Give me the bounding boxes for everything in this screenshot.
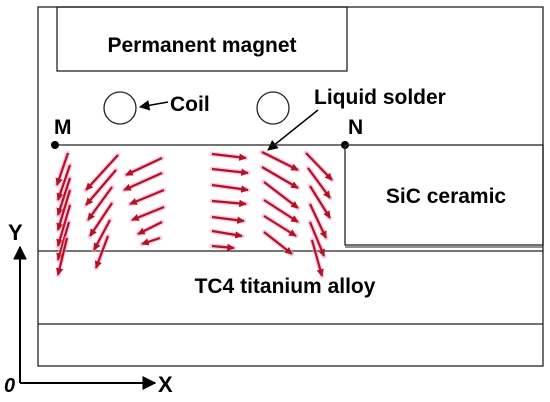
- flow-arrow: [307, 167, 331, 199]
- liquid-solder-label: Liquid solder: [314, 86, 446, 109]
- flow-arrow: [129, 188, 165, 206]
- liquid-solder-pointer: [267, 109, 319, 151]
- flow-arrow: [261, 151, 299, 171]
- flow-arrow: [263, 231, 293, 255]
- flow-arrow: [85, 169, 117, 206]
- flow-arrow: [211, 229, 243, 239]
- flow-arrow: [211, 167, 249, 176]
- flow-arrow: [94, 235, 110, 269]
- flow-arrow: [93, 219, 111, 251]
- flow-arrow: [263, 199, 299, 223]
- flow-arrow: [309, 203, 327, 239]
- flow-arrow: [56, 204, 72, 247]
- flow-arrow: [123, 171, 163, 192]
- flow-arrow: [56, 221, 71, 261]
- origin-label: 0: [4, 375, 15, 397]
- flow-arrow: [211, 199, 247, 208]
- flow-arrow: [308, 221, 326, 257]
- flow-arrow: [125, 157, 163, 176]
- flow-arrow: [87, 186, 113, 221]
- flow-arrow: [261, 166, 299, 189]
- flow-arrow: [55, 152, 70, 186]
- sic-ceramic-label: SiC ceramic: [386, 185, 507, 208]
- point-m-dot: [51, 141, 59, 149]
- flow-arrow: [263, 215, 297, 237]
- permanent-magnet-block: [56, 6, 348, 72]
- coil-left: [103, 91, 137, 125]
- flow-arrow: [211, 243, 235, 252]
- coil-pointer: [138, 100, 169, 111]
- sic-ceramic-block: [344, 144, 544, 246]
- point-n-label: N: [348, 116, 363, 139]
- point-m-label: M: [54, 116, 72, 139]
- flow-arrow: [211, 215, 245, 224]
- flow-arrow: [309, 185, 331, 219]
- flow-arrow: [310, 239, 324, 277]
- flow-arrow: [55, 237, 69, 276]
- flow-arrow: [56, 189, 72, 231]
- coil-right: [256, 91, 290, 125]
- flow-arrow: [211, 183, 249, 193]
- flow-arrow: [56, 164, 72, 201]
- permanent-magnet-label: Permanent magnet: [107, 34, 296, 57]
- flow-arrow: [263, 181, 299, 209]
- flow-arrow: [56, 177, 72, 216]
- flow-arrow: [137, 221, 163, 235]
- tc4-alloy-label: TC4 titanium alloy: [195, 275, 376, 298]
- flow-arrow: [85, 154, 119, 191]
- flow-arrow: [89, 202, 113, 237]
- axis-y-label: Y: [8, 220, 23, 245]
- axis-x-label: X: [158, 372, 173, 397]
- flow-arrow: [141, 236, 161, 246]
- flow-velocity-arrows: [54, 149, 335, 279]
- flow-arrow: [131, 205, 165, 222]
- coil-label: Coil: [170, 93, 210, 116]
- flow-arrow: [305, 152, 333, 181]
- flow-arrow: [211, 152, 247, 161]
